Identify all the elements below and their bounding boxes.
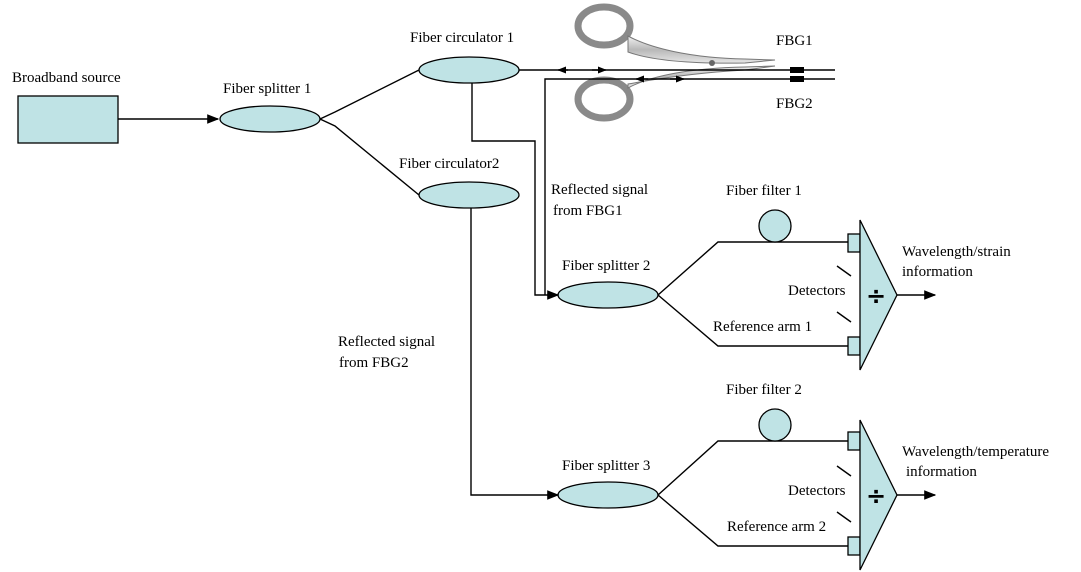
fiber-circulator-1-label: Fiber circulator 1	[410, 30, 514, 46]
broadband-source	[17, 95, 119, 144]
detector-2a	[847, 431, 861, 451]
reference-arm-1-label: Reference arm 1	[713, 319, 812, 335]
fiber-circulator-2	[418, 181, 520, 209]
detectors-2-label: Detectors	[788, 483, 846, 499]
strain-channel	[657, 209, 937, 371]
fbg1-label: FBG1	[776, 33, 813, 49]
reflected-fbg1-label-line2: from FBG1	[553, 203, 623, 219]
reflected-fbg2-path	[470, 208, 560, 500]
reference-arm-1-line	[657, 294, 848, 347]
fiber-splitter-3	[557, 481, 659, 509]
detector-1b	[847, 336, 861, 356]
fiber-circulator-1	[418, 56, 520, 84]
temperature-output-label-line1: Wavelength/temperature	[902, 444, 1049, 460]
splitter1-to-circulator2-fiber	[319, 118, 420, 196]
reflected-fbg2-label-line2: from FBG2	[339, 355, 409, 371]
divider-1	[859, 219, 898, 371]
detector-1a-pointer	[836, 265, 852, 277]
strain-output-label-line2: information	[902, 264, 973, 280]
divider-2	[859, 419, 898, 571]
temperature-channel	[657, 408, 937, 571]
fiber-splitter-2-label: Fiber splitter 2	[562, 258, 650, 274]
fiber-filter-1-arm	[657, 241, 848, 296]
detectors-1-label: Detectors	[788, 283, 846, 299]
fiber-splitter-2	[557, 281, 659, 309]
fbg2-fiber	[544, 75, 835, 295]
fiber-filter-2-label: Fiber filter 2	[726, 382, 802, 398]
detector-1b-pointer	[836, 311, 852, 323]
strain-output-label-line1: Wavelength/strain	[902, 244, 1011, 260]
fiber-splitter-1	[219, 105, 321, 133]
broadband-source-label: Broadband source	[12, 70, 121, 86]
detector-2a-pointer	[836, 465, 852, 477]
fbg1-fiber	[519, 66, 835, 74]
reflected-fbg1-path	[471, 83, 560, 300]
fiber-splitter-3-label: Fiber splitter 3	[562, 458, 650, 474]
fiber-splitter-1-label: Fiber splitter 1	[223, 81, 311, 97]
temperature-output-label-line2: information	[906, 464, 977, 480]
fiber-filter-2-arm	[657, 440, 848, 496]
scissors-icon	[574, 3, 776, 122]
fiber-filter-1-label: Fiber filter 1	[726, 183, 802, 199]
reference-arm-2-label: Reference arm 2	[727, 519, 826, 535]
fiber-circulator-2-label: Fiber circulator2	[399, 156, 499, 172]
detector-1a	[847, 233, 861, 253]
reference-arm-2-line	[657, 494, 848, 547]
reflected-fbg1-label-line1: Reflected signal	[551, 182, 648, 198]
fbg2-label: FBG2	[776, 96, 813, 112]
fiber-filter-2	[758, 408, 792, 442]
splitter1-to-circulator1-fiber	[319, 69, 420, 120]
detector-2b	[847, 536, 861, 556]
fiber-filter-1	[758, 209, 792, 243]
divider-2-symbol: ÷	[866, 482, 886, 510]
reflected-fbg2-label-line1: Reflected signal	[338, 334, 435, 350]
divider-1-symbol: ÷	[866, 282, 886, 310]
detector-2b-pointer	[836, 511, 852, 523]
